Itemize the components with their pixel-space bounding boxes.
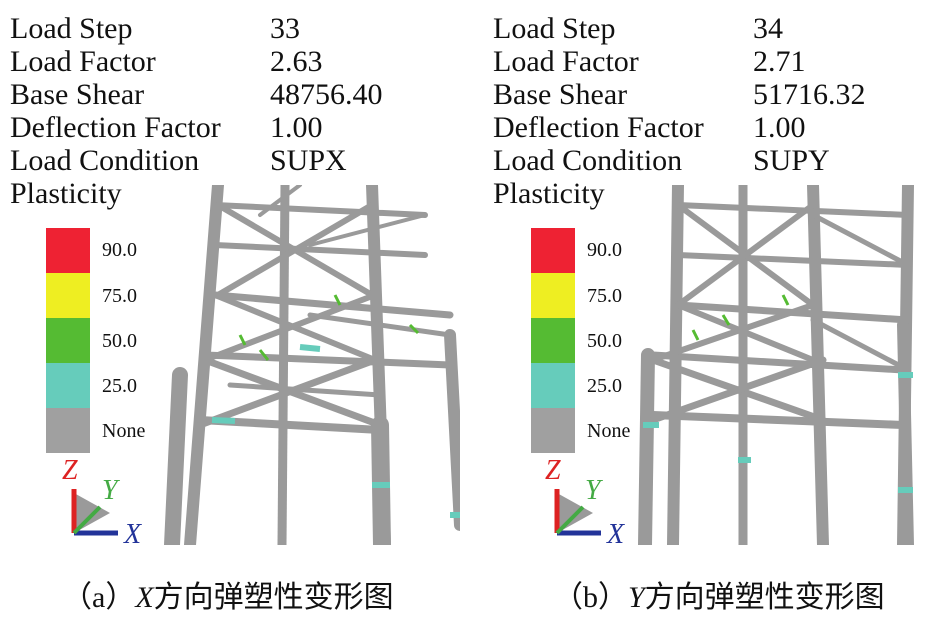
legend-swatch [46,228,90,273]
legend-label: None [587,420,631,442]
legend-label: 90.0 [587,239,622,261]
legend-label: 90.0 [102,239,137,261]
legend-swatch [531,408,575,453]
row-label: Load Factor [493,45,639,78]
legend-swatch [531,273,575,318]
legend-swatch [46,363,90,408]
plasticity-label: Plasticity [493,177,605,210]
legend-label: 50.0 [587,330,622,352]
row-value: 2.71 [753,45,806,78]
row-label: Base Shear [493,78,628,111]
legend-label: 25.0 [102,375,137,397]
legend-swatch [531,363,575,408]
caption-axis: X [135,581,154,614]
legend-label: 25.0 [587,375,622,397]
row-value: SUPY [753,144,830,177]
panel-y-direction: Load Step 34 Load Factor 2.71 Base Shear 51… [483,0,933,621]
caption-prefix: （b） [553,581,628,614]
row-label: Base Shear [10,78,145,111]
row-value: 34 [753,12,783,45]
row-value: 48756.40 [270,78,383,111]
caption-axis: Y [628,581,645,614]
row-value: 1.00 [753,111,806,144]
legend-label: 75.0 [587,285,622,307]
row-label: Load Step [493,12,616,45]
coordinate-axes-triad: Z Y X [545,455,625,545]
row-label: Load Step [10,12,133,45]
row-value: 2.63 [270,45,323,78]
caption-text: 方向弹塑性变形图 [153,581,394,614]
row-value: SUPX [270,144,347,177]
legend-swatch [46,273,90,318]
row-label: Load Condition [10,144,200,177]
jacket-structure-render [638,185,914,545]
row-label: Deflection Factor [493,111,704,144]
row-label: Deflection Factor [10,111,221,144]
row-value: 33 [270,12,300,45]
y-axis-label: Y [585,475,604,506]
row-value: 51716.32 [753,78,866,111]
panel-x-direction: Load Step 33 Load Factor 2.63 Base Shear 48… [0,0,460,621]
z-axis-label: Z [545,455,561,486]
figure-caption: （b）Y方向弹塑性变形图 [553,572,885,616]
row-value: 1.00 [270,111,323,144]
x-axis-label: X [123,519,142,545]
caption-prefix: （a） [62,581,136,614]
figure-caption: （a）X方向弹塑性变形图 [62,572,394,616]
legend-label: 50.0 [102,330,137,352]
row-label: Load Factor [10,45,156,78]
legend-swatch [531,318,575,363]
coordinate-axes-triad: Z Y X [62,455,142,545]
legend-label: None [102,420,146,442]
row-label: Load Condition [493,144,683,177]
plasticity-label: Plasticity [10,177,122,210]
legend-swatch [46,408,90,453]
jacket-structure-render [164,185,460,545]
legend-swatch [46,318,90,363]
y-axis-label: Y [102,475,121,506]
caption-text: 方向弹塑性变形图 [644,581,885,614]
legend-label: 75.0 [102,285,137,307]
x-axis-label: X [606,519,625,545]
legend-swatch [531,228,575,273]
z-axis-label: Z [62,455,78,486]
